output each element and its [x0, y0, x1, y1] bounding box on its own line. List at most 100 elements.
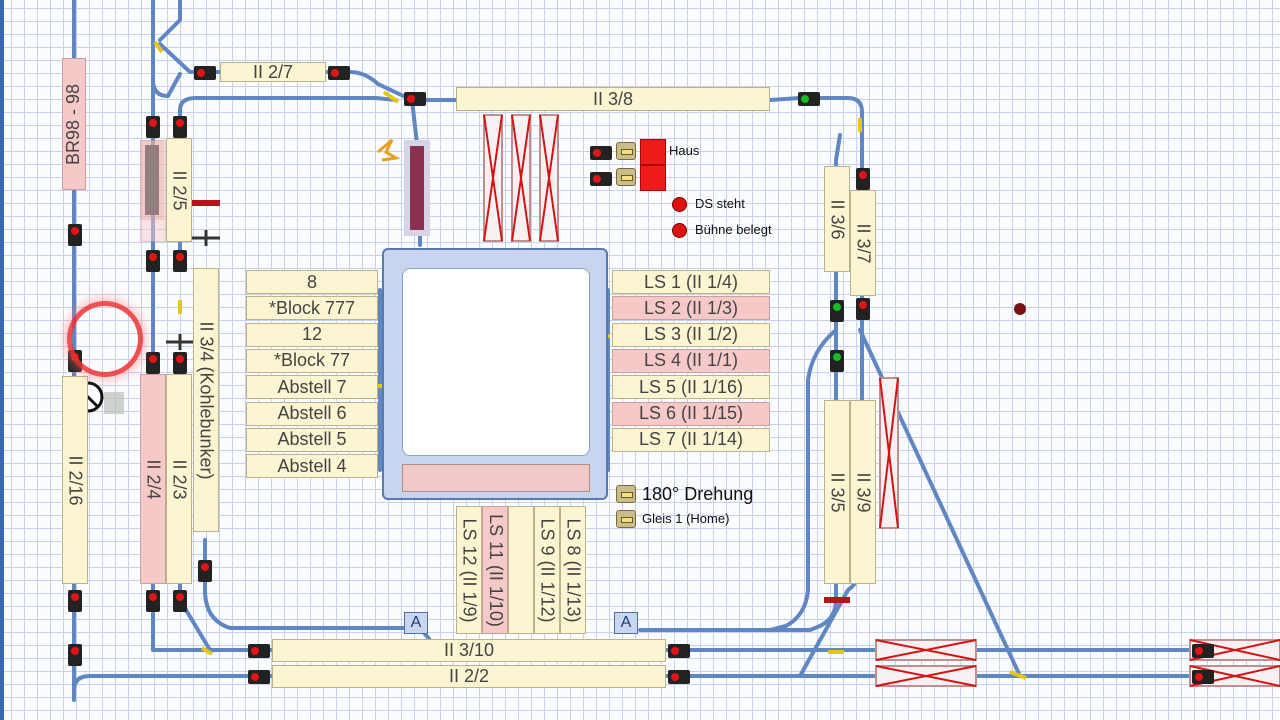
signal-icon	[1192, 670, 1214, 684]
haus-switch-2[interactable]	[616, 168, 636, 186]
turntable-right-track[interactable]: LS 5 (II 1/16)	[612, 375, 770, 400]
turntable-loco-strip[interactable]	[402, 464, 590, 492]
turntable-left-track[interactable]: Abstell 6	[246, 401, 378, 426]
block-label: LS 12 (II 1/9)	[459, 517, 480, 623]
turntable-left-track[interactable]: 12	[246, 322, 378, 347]
turntable-right-track[interactable]: LS 6 (II 1/15)	[612, 401, 770, 426]
block-label: II 2/2	[448, 666, 490, 686]
turntable-right-track[interactable]: LS 1 (II 1/4)	[612, 270, 770, 294]
block-ii-3-4[interactable]: II 3/4 (Kohlebunker)	[193, 268, 219, 532]
block-label: II 2/7	[252, 62, 294, 82]
turntable-left-track[interactable]: 8	[246, 270, 378, 294]
turntable-bottom-track[interactable]: LS 8 (II 1/13)	[560, 506, 586, 634]
turntable-bottom-track[interactable]: LS 9 (II 1/12)	[534, 506, 560, 634]
haus-indicator-2	[640, 165, 666, 191]
turntable-left-track[interactable]: Abstell 4	[246, 454, 378, 479]
click-highlight	[72, 306, 138, 372]
signal-icon	[173, 352, 187, 374]
signal-icon	[404, 92, 426, 106]
buehne-belegt-indicator	[672, 223, 687, 238]
turntable-bottom-track[interactable]	[508, 506, 534, 634]
signal-icon	[68, 590, 82, 612]
signal-icon	[830, 300, 844, 322]
drehung-label: 180° Drehung	[642, 484, 754, 504]
signal-icon	[1192, 644, 1214, 658]
signal-icon	[173, 590, 187, 612]
block-label: II 3/9	[853, 471, 874, 513]
signal-icon	[830, 350, 844, 372]
haus-switch-1[interactable]	[616, 142, 636, 160]
haus-indicator-1	[640, 139, 666, 165]
block-label: LS 11 (II 1/10)	[485, 513, 506, 627]
track-bottom-lower	[72, 674, 1280, 692]
signal-icon	[198, 560, 212, 582]
turntable-left-track[interactable]: Abstell 5	[246, 427, 378, 452]
block-ii-2-7[interactable]: II 2/7	[220, 62, 326, 82]
turntable-right-track[interactable]: LS 4 (II 1/1)	[612, 348, 770, 373]
ds-steht-label: DS steht	[695, 196, 745, 211]
block-label: II 3/8	[592, 88, 634, 109]
turntable-left-track[interactable]: *Block 777	[246, 296, 378, 321]
signal-icon	[248, 670, 270, 684]
marker-a-right[interactable]: A	[614, 612, 638, 634]
drehung-button[interactable]	[616, 485, 636, 503]
signal-icon	[173, 250, 187, 272]
signal-icon	[590, 172, 612, 186]
block-label: LS 9 (II 1/12)	[537, 517, 558, 623]
window-left-border	[0, 0, 4, 720]
turntable-bottom-track[interactable]: LS 12 (II 1/9)	[456, 506, 482, 634]
alert-icon	[377, 138, 401, 162]
turntable-right-track[interactable]: LS 7 (II 1/14)	[612, 427, 770, 452]
turntable-bottom-track[interactable]: LS 11 (II 1/10)	[482, 506, 508, 634]
block-ii-2-16[interactable]: II 2/16	[62, 376, 88, 584]
block-label: II 2/3	[169, 458, 190, 500]
block-label: II 3/10	[443, 640, 495, 660]
turntable-right-track[interactable]: LS 2 (II 1/3)	[612, 296, 770, 321]
block-label: II 3/6	[827, 198, 848, 240]
block-ii-3-8[interactable]: II 3/8	[456, 87, 770, 111]
signal-icon	[68, 644, 82, 666]
haus-label: Haus	[669, 143, 700, 158]
signal-icon	[146, 590, 160, 612]
block-ii-2-5[interactable]: II 2/5	[166, 138, 192, 242]
signal-icon	[856, 168, 870, 190]
signal-icon	[668, 670, 690, 684]
block-label: II 2/4	[143, 458, 164, 500]
block-ii-2-5-occupied	[140, 140, 166, 242]
block-label: II 3/5	[827, 471, 848, 513]
block-ii-2-4[interactable]: II 2/4	[140, 374, 166, 584]
gleis1-button[interactable]	[616, 510, 636, 528]
block-ii-3-5[interactable]: II 3/5	[824, 400, 850, 584]
signal-icon	[68, 224, 82, 246]
block-label: II 3/4 (Kohlebunker)	[196, 320, 217, 480]
buehne-belegt-label: Bühne belegt	[695, 222, 772, 237]
block-label: II 2/16	[65, 454, 86, 506]
block-ii-3-7[interactable]: II 3/7	[850, 190, 876, 296]
block-label: II 2/5	[169, 169, 190, 211]
turntable-left-track[interactable]: *Block 77	[246, 348, 378, 373]
signal-icon	[798, 92, 820, 106]
block-label: BR98 - 98	[63, 83, 84, 165]
block-label: LS 8 (II 1/13)	[563, 517, 584, 623]
signal-icon	[856, 298, 870, 320]
block-br98[interactable]: BR98 - 98	[62, 58, 86, 190]
block-ii-3-9[interactable]: II 3/9	[850, 400, 876, 584]
block-label: II 3/7	[853, 222, 874, 264]
marker-a-left[interactable]: A	[404, 612, 428, 634]
block-ii-3-10[interactable]: II 3/10	[272, 639, 666, 662]
signal-icon	[68, 350, 82, 372]
signal-icon	[146, 250, 160, 272]
signal-icon	[590, 146, 612, 160]
signal-icon	[248, 644, 270, 658]
block-ii-2-3[interactable]: II 2/3	[166, 374, 192, 584]
signal-icon	[146, 352, 160, 374]
turntable-left-track[interactable]: Abstell 7	[246, 375, 378, 400]
ds-steht-indicator	[672, 197, 687, 212]
turntable-right-track[interactable]: LS 3 (II 1/2)	[612, 322, 770, 347]
gleis1-label: Gleis 1 (Home)	[642, 511, 730, 526]
signal-icon	[668, 644, 690, 658]
signal-icon	[194, 66, 216, 80]
turntable-panel[interactable]	[402, 268, 590, 456]
block-ii-2-2[interactable]: II 2/2	[272, 665, 666, 688]
block-ii-3-6[interactable]: II 3/6	[824, 166, 850, 272]
